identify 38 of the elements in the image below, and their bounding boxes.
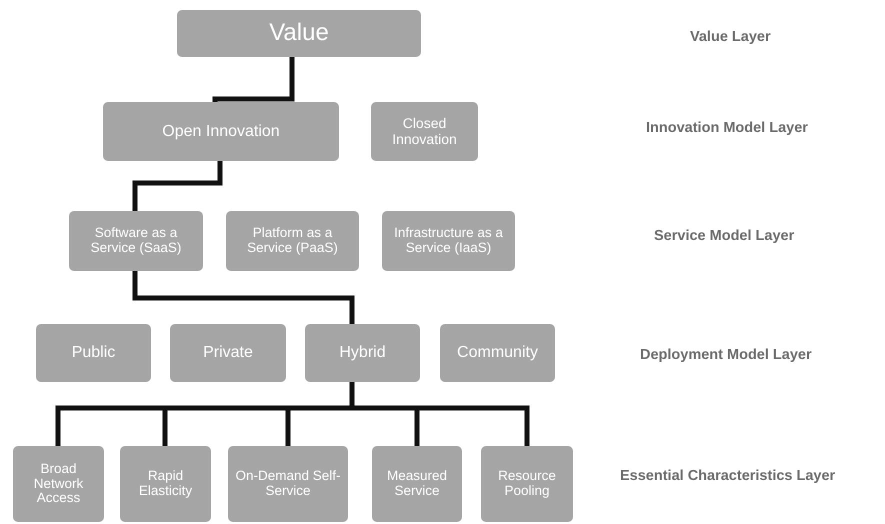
process-box [226, 211, 359, 271]
process-box [440, 324, 555, 382]
layer-label: Value Layer [690, 29, 771, 45]
box-label: Rapid Elasticity [138, 469, 194, 499]
box-label: Value [269, 20, 329, 47]
process-box [481, 446, 573, 522]
process-box [371, 102, 478, 161]
process-box [305, 324, 420, 382]
box-label: Broad Network Access [32, 462, 84, 506]
box-label: Open Innovation [162, 122, 280, 140]
box-label: Measured Service [386, 469, 448, 499]
box-label: Closed Innovation [391, 116, 458, 147]
box-label: Private [203, 344, 253, 362]
box-label: Community [457, 344, 538, 362]
layer-label: Essential Characteristics Layer [620, 468, 836, 484]
process-box [13, 446, 104, 522]
box-label: Software as a Service (SaaS) [90, 226, 182, 256]
connector-line [212, 57, 294, 102]
layer-label: Innovation Model Layer [646, 120, 808, 136]
process-box [372, 446, 462, 522]
box-label: Hybrid [339, 344, 386, 362]
layer-label: Deployment Model Layer [640, 347, 812, 363]
process-box [382, 211, 515, 271]
process-box [103, 102, 339, 161]
box-label: On-Demand Self-Service [234, 469, 342, 499]
process-box [36, 324, 151, 382]
connector-line [132, 161, 222, 211]
box-label: Platform as a Service (PaaS) [246, 226, 339, 256]
box-label: Public [72, 344, 116, 362]
box-label: Infrastructure as a Service (IaaS) [393, 226, 504, 256]
process-box [228, 446, 348, 522]
process-box [69, 211, 203, 271]
connector-line [132, 271, 354, 324]
layer-label: Service Model Layer [654, 228, 794, 244]
process-box [170, 324, 286, 382]
process-box [120, 446, 211, 522]
process-box [177, 10, 421, 57]
box-label: Resource Pooling [497, 469, 557, 499]
